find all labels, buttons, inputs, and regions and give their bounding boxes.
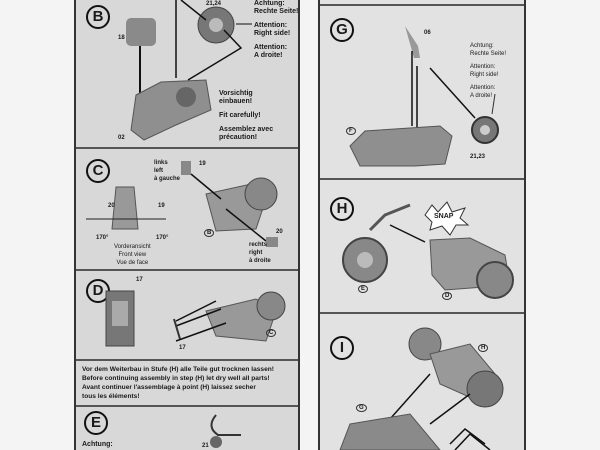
fit-carefully-text: Vorsichtig einbauen! Fit carefully! Asse… (219, 90, 273, 142)
front-view-label: Vorderansicht Front view Vue de face (114, 243, 151, 267)
angle-right: 170° (156, 235, 169, 241)
g-warning-de-1: Achtung: (470, 43, 494, 49)
step-i-panel: I G H (320, 314, 524, 450)
step-e-warning: Achtung: (82, 441, 113, 448)
dry-note-de: Vor dem Weiterbau in Stufe (H) alle Teil… (82, 366, 274, 373)
front-view-de: Vorderansicht (114, 244, 151, 250)
right-de: rechts (249, 242, 268, 248)
left-en: left (154, 168, 163, 174)
step-d-panel: D 17 17 C (76, 271, 298, 361)
step-c-badge: C (86, 159, 110, 183)
step-h-badge: H (330, 197, 354, 221)
g-warning-fr-1: Attention: (470, 85, 496, 91)
warning-en-1: Attention: (254, 22, 288, 29)
careful-fr-1: Assemblez avec (219, 126, 274, 133)
angle-left: 170° (96, 235, 109, 241)
subassembly-b-marker: B (204, 229, 215, 237)
step-b-badge: B (86, 5, 110, 29)
warning-fr-2: A droite! (254, 52, 283, 59)
careful-fr-2: précaution! (219, 134, 258, 141)
left-fr: à gauche (154, 176, 181, 182)
step-g-drawing (349, 26, 499, 167)
dry-note-panel: Vor dem Weiterbau in Stufe (H) alle Teil… (76, 361, 298, 407)
dry-note-en: Before continuing assembly in step (H) l… (82, 375, 270, 382)
step-i-drawing (339, 327, 504, 450)
part-number-02: 02 (118, 135, 125, 141)
careful-de-1: Vorsichtig (219, 90, 253, 97)
step-e-drawing (210, 414, 241, 448)
part-number-21-23: 21,23 (470, 154, 486, 160)
dry-note: Vor dem Weiterbau in Stufe (H) alle Teil… (82, 365, 274, 401)
g-warning-de-2: Rechte Seite! (470, 51, 507, 57)
dry-note-fr-2: tous les éléments! (82, 393, 140, 400)
step-g-panel: G 06 21,23 F Achtung: Rechte Seite! Atte… (320, 6, 524, 180)
warning-en-2: Right side! (254, 30, 291, 37)
g-warning-en-1: Attention: (470, 64, 496, 70)
subassembly-d-marker: D (442, 292, 453, 300)
warning-de-1: Achtung: (254, 0, 285, 7)
warning-de-2: Rechte Seite! (254, 8, 299, 15)
step-h-drawing (342, 201, 514, 299)
careful-en: Fit carefully! (219, 112, 261, 119)
right-side-text: rechts right à droite (249, 241, 271, 265)
g-warning-en-2: Right side! (470, 72, 499, 78)
step-c-drawing (86, 161, 278, 247)
front-view-part-19: 19 (158, 203, 165, 209)
part-number-20: 20 (276, 229, 283, 235)
front-view-en: Front view (118, 252, 147, 258)
dry-note-fr-1: Avant continuer l'assemblage à point (H)… (82, 384, 256, 391)
step-e-panel: E Achtung: 21 (76, 407, 298, 450)
snap-label: SNAP (434, 213, 454, 220)
warning-fr-1: Attention: (254, 44, 288, 51)
part-number-17-bottom: 17 (179, 345, 186, 351)
part-number-19: 19 (199, 161, 206, 167)
subassembly-h-marker: H (478, 344, 489, 352)
part-number-18: 18 (118, 35, 125, 41)
warning-right-side-g: Achtung: Rechte Seite! Attention: Right … (470, 42, 506, 100)
right-en: right (249, 250, 263, 256)
right-fr: à droite (249, 258, 271, 264)
left-side-text: links left à gauche (154, 159, 180, 183)
instruction-sheet-left: B 21,24 18 02 Achtung: Rechte Seite! Att… (74, 0, 300, 450)
step-b-drawing (126, 0, 252, 141)
top-strip (320, 0, 524, 6)
instruction-sheet-right: G 06 21,23 F Achtung: Rechte Seite! Atte… (318, 0, 526, 450)
warning-right-side: Achtung: Rechte Seite! Attention: Right … (254, 0, 298, 60)
step-b-panel: B 21,24 18 02 Achtung: Rechte Seite! Att… (76, 0, 298, 149)
step-c-panel: C links left à gauche 19 20 B 20 19 170°… (76, 149, 298, 271)
subassembly-e-marker: E (358, 285, 369, 293)
step-i-badge: I (330, 336, 354, 360)
part-number-06: 06 (424, 30, 431, 36)
careful-de-2: einbauen! (219, 98, 253, 105)
part-number-17-top: 17 (136, 277, 143, 283)
front-view-fr: Vue de face (116, 260, 149, 266)
subassembly-g-marker: G (356, 404, 367, 412)
step-g-badge: G (330, 18, 354, 42)
left-de: links (154, 160, 168, 166)
subassembly-c-marker: C (266, 329, 277, 337)
step-e-badge: E (84, 411, 108, 435)
subassembly-f-marker: F (346, 127, 356, 135)
part-number-21: 21 (202, 443, 209, 449)
step-d-drawing (105, 290, 286, 347)
front-view-part-20: 20 (108, 203, 115, 209)
part-number-21-24: 21,24 (206, 1, 222, 7)
step-h-panel: H SNAP E D (320, 180, 524, 314)
g-warning-fr-2: A droite! (470, 93, 493, 99)
